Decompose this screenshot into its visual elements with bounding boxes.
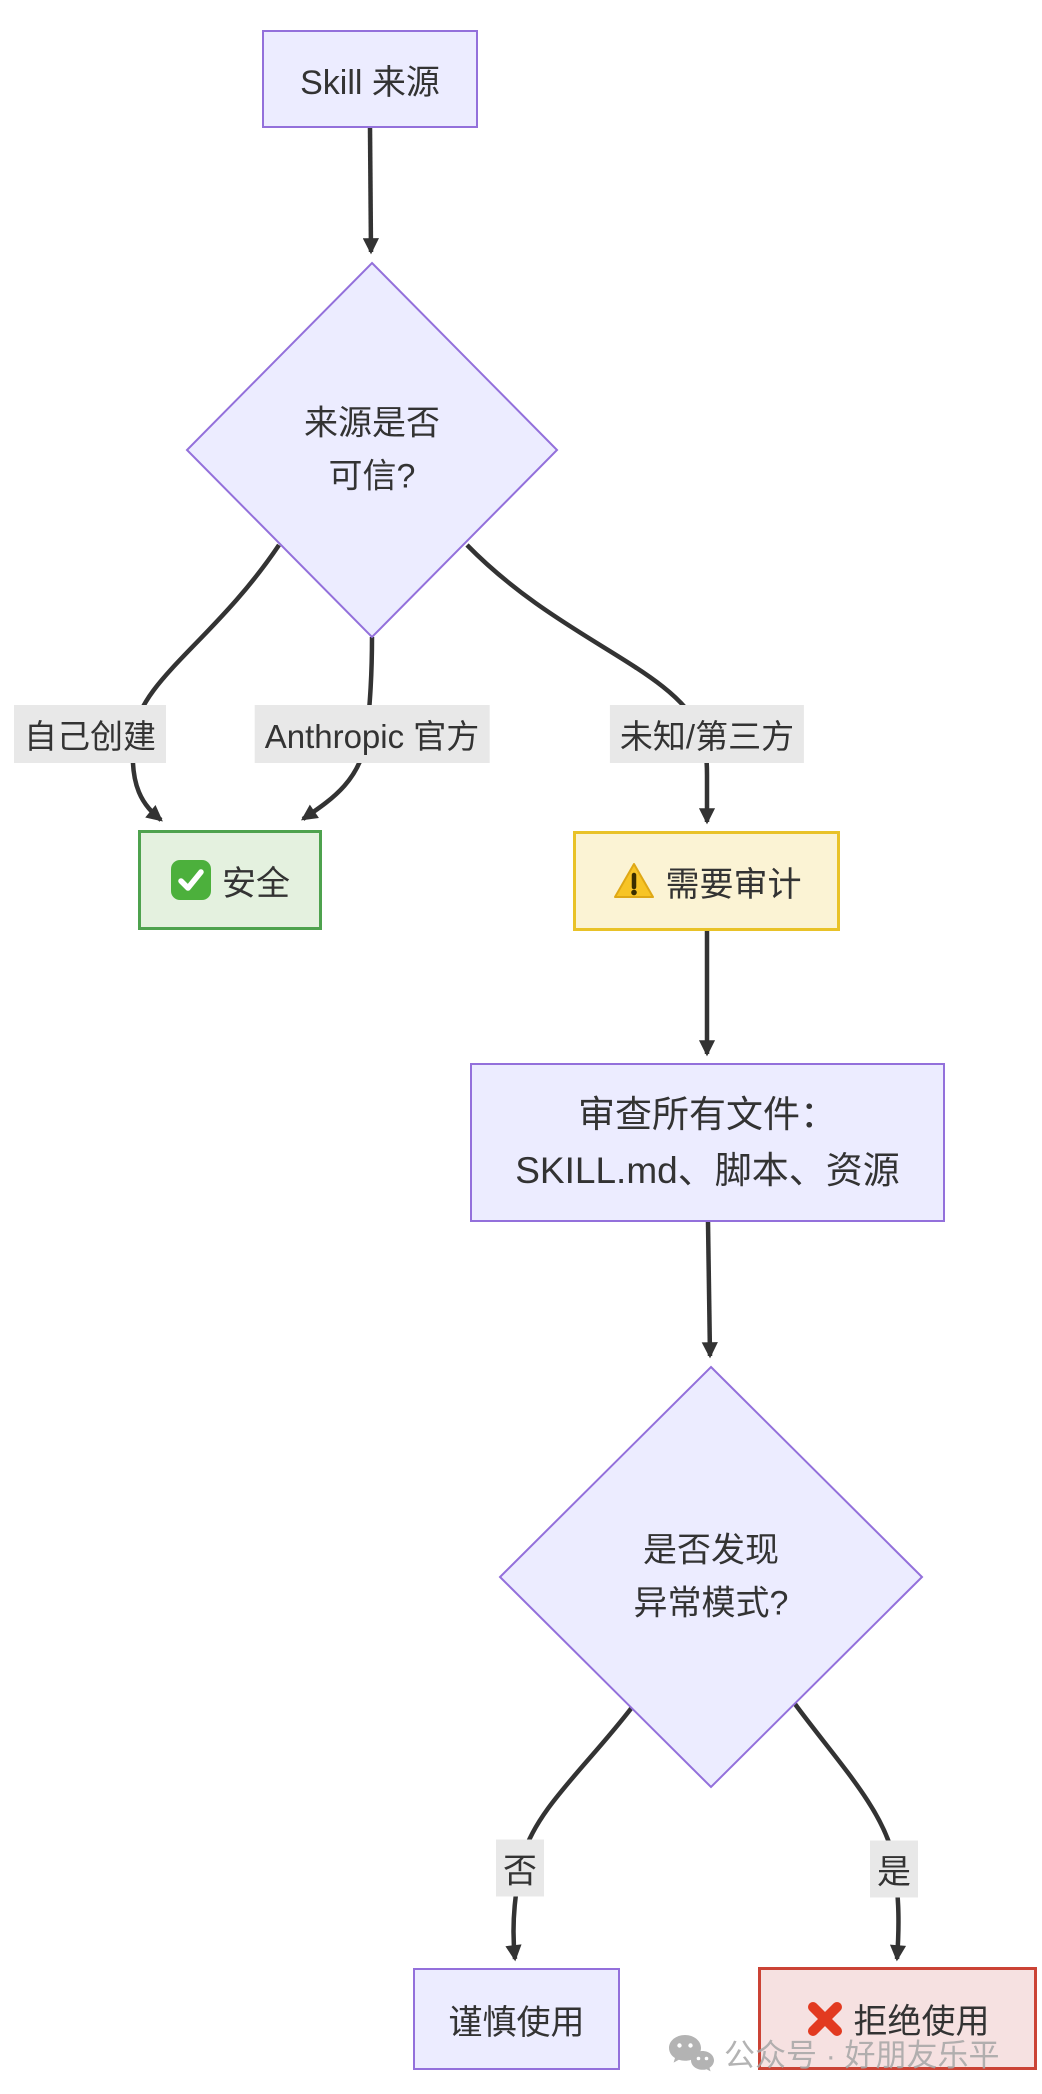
edge-anomaly-yes: [793, 1702, 907, 1962]
wechat-icon: [669, 2034, 714, 2071]
edge-trust-unknown: [465, 543, 716, 825]
node-safe-label: 安全: [222, 864, 290, 903]
edge-label-self-created: 自己创建: [14, 705, 166, 763]
node-skill-source-label: Skill 来源: [300, 63, 440, 102]
node-caution-label: 谨慎使用: [448, 2003, 585, 2042]
warning-icon: [613, 863, 654, 898]
check-mark-icon: [171, 860, 211, 900]
trust-decision-text: 来源是否 可信?: [304, 404, 440, 495]
node-reject: 拒绝使用: [758, 1967, 1037, 2070]
node-review-line1: 审查所有文件：: [577, 1094, 837, 1135]
node-review-files: 审查所有文件： SKILL.md、脚本、资源: [470, 1063, 945, 1222]
edge-label-yes: 是: [870, 1840, 918, 1898]
node-skill-source: Skill 来源: [262, 30, 478, 128]
edge-review-to-anomaly: [701, 1221, 718, 1359]
node-review-line2: SKILL.md、脚本、资源: [515, 1149, 900, 1191]
cross-mark-icon: [807, 2001, 842, 2036]
anomaly-decision-diamond: [498, 1365, 924, 1789]
edge-label-no: 否: [496, 1839, 544, 1897]
watermark: 公众号 · 好朋友乐平: [668, 2030, 1000, 2075]
node-audit: 需要审计: [573, 831, 840, 931]
node-safe: 安全: [138, 830, 322, 930]
trust-decision-diamond: [185, 261, 559, 639]
edge-label-unknown-third-party: 未知/第三方: [609, 705, 805, 763]
node-reject-label: 拒绝使用: [853, 2003, 990, 2041]
edge-source-to-trust: [362, 127, 379, 255]
node-audit-label: 需要审计: [665, 865, 802, 904]
anomaly-decision-text: 是否发现 异常模式?: [633, 1531, 789, 1622]
edge-anomaly-no: [505, 1704, 635, 1962]
watermark-text: 公众号 · 好朋友乐平: [724, 2038, 1000, 2073]
edge-trust-self-created: [130, 543, 281, 822]
edge-label-anthropic-official: Anthropic 官方: [254, 705, 490, 763]
node-caution: 谨慎使用: [413, 1968, 620, 2070]
